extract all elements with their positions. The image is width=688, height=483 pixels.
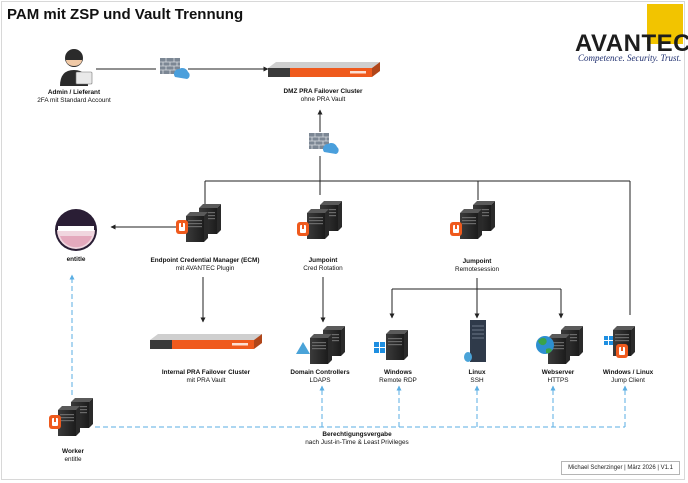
logo-badge (647, 4, 683, 44)
brand-logo: AVANTEC (575, 30, 688, 57)
webserver-name: Webserver (541, 369, 575, 376)
label-jumpoint-cred: Jumpoint Cred Rotation (303, 257, 342, 273)
label-ecm: Endpoint Credential Manager (ECM) mit AV… (151, 257, 260, 273)
windows-linux-sub: Jump Client (611, 377, 645, 384)
footer-credit: Michael Scherzinger | März 2026 | V1.1 (561, 461, 680, 475)
brand-tagline: Competence. Security. Trust. (578, 53, 682, 63)
entitle-name: entitle (66, 256, 86, 263)
label-windows: Windows Remote RDP (379, 369, 417, 385)
worker-name: Worker (62, 448, 84, 455)
permission-flow (69, 274, 628, 428)
worker-sub: entitle (64, 456, 82, 463)
jumpoint-cred-sub: Cred Rotation (303, 265, 343, 272)
admin-sub: 2FA mit Standard Account (37, 97, 111, 104)
internal-cluster-name: Internal PRA Failover Cluster (161, 369, 251, 376)
label-jumpoint-remote: Jumpoint Remotesession (455, 258, 499, 274)
firewall-icon (159, 57, 191, 80)
dmz-cluster-name: DMZ PRA Failover Cluster (283, 88, 363, 95)
label-entitle: entitle (67, 256, 86, 264)
webserver-sub: HTTPS (547, 377, 569, 384)
jumpoint-remote-sub: Remotesession (454, 266, 500, 273)
label-internal-cluster: Internal PRA Failover Cluster mit PRA Va… (162, 369, 250, 385)
worker-server-icon (49, 398, 93, 436)
globe-icon (536, 336, 554, 354)
windows-name: Windows (384, 369, 412, 376)
ecm-server-icon (176, 204, 221, 242)
linux-icon (464, 352, 472, 362)
windows-linux-name: Windows / Linux (602, 369, 654, 376)
label-webserver: Webserver HTTPS (542, 369, 575, 385)
linux-name: Linux (468, 369, 486, 376)
jumpoint-remote-server-icon (450, 201, 495, 239)
entitle-logo-icon (55, 209, 97, 251)
label-admin: Admin / Lieferant 2FA mit Standard Accou… (37, 89, 111, 105)
firewall-icon (308, 132, 340, 155)
admin-name: Admin / Lieferant (47, 89, 101, 96)
domain-controllers-name: Domain Controllers (290, 369, 350, 376)
webserver-icon (536, 326, 583, 364)
label-worker: Worker entitle (62, 448, 84, 464)
jump-client-server-icon (604, 326, 635, 358)
user-icon (60, 49, 93, 86)
label-domain-controllers: Domain Controllers LDAPS (290, 369, 349, 385)
windows-sub: Remote RDP (379, 377, 417, 384)
windows-server-icon (374, 330, 408, 360)
linux-server-icon (464, 320, 486, 362)
internal-appliance-icon (150, 334, 262, 349)
ecm-sub: mit AVANTEC Plugin (175, 265, 235, 272)
windows-icon (374, 342, 385, 353)
jumpoint-cred-server-icon (297, 201, 342, 239)
dmz-appliance-icon (268, 62, 380, 77)
berechtigung-name: Berechtigungsvergabe (322, 431, 392, 438)
connectors (96, 66, 631, 323)
linux-sub: SSH (470, 377, 484, 384)
domain-controllers-icon (296, 326, 345, 364)
dmz-cluster-sub: ohne PRA Vault (300, 96, 346, 103)
domain-controllers-sub: LDAPS (309, 377, 331, 384)
jumpoint-cred-name: Jumpoint (308, 257, 338, 264)
jumpoint-remote-name: Jumpoint (462, 258, 492, 265)
internal-cluster-sub: mit PRA Vault (186, 377, 226, 384)
page-title: PAM mit ZSP und Vault Trennung (7, 6, 244, 23)
label-linux: Linux SSH (468, 369, 485, 385)
label-berechtigung: Berechtigungsvergabe nach Just-in-Time &… (305, 431, 408, 447)
berechtigung-sub: nach Just-in-Time & Least Privileges (305, 439, 409, 446)
label-windows-linux: Windows / Linux Jump Client (603, 369, 653, 385)
ecm-name: Endpoint Credential Manager (ECM) (150, 257, 260, 264)
label-dmz-cluster: DMZ PRA Failover Cluster ohne PRA Vault (284, 88, 363, 104)
